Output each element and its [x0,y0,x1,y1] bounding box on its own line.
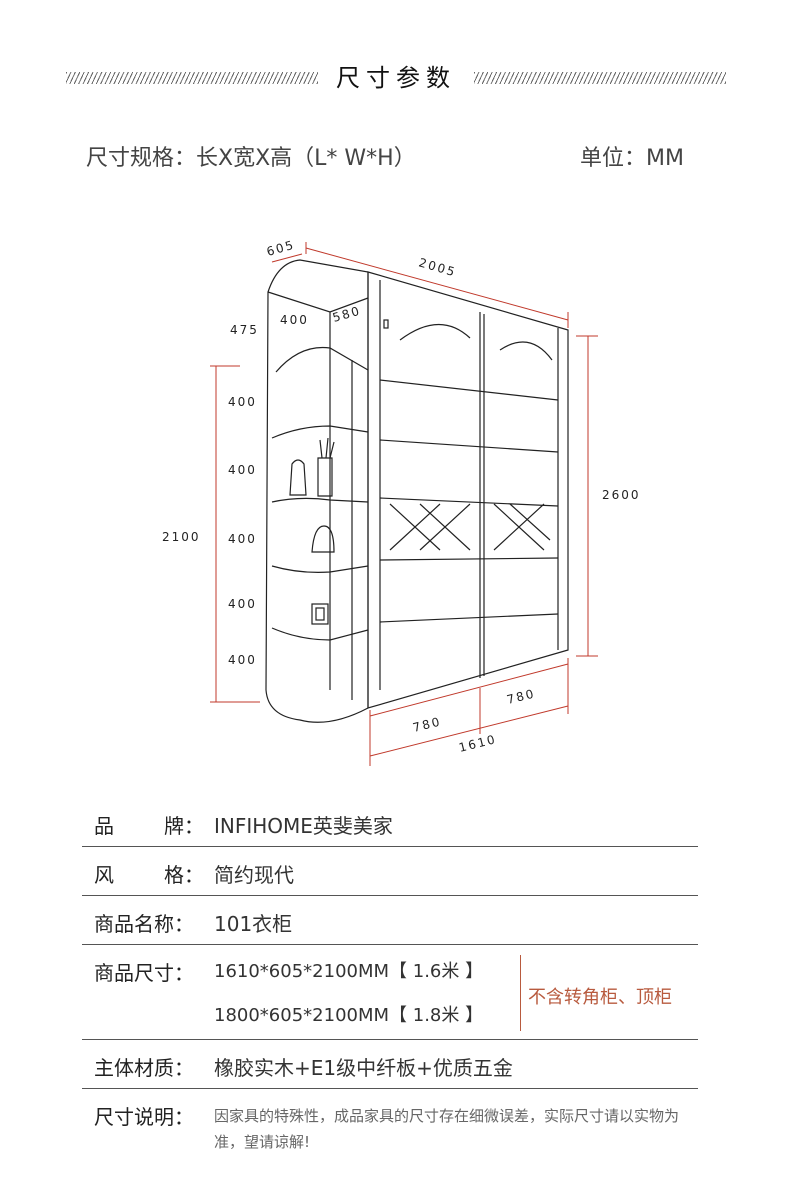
info-row-size: 商品尺寸： 1610*605*2100MM【 1.6米 】 1800*605*2… [82,945,698,1040]
dim-width: 2005 [417,255,458,279]
info-row-style: 风 格： 简约现代 [82,847,698,896]
dim-inner-depth: 400 [280,313,309,327]
brand-label: 品 牌： [94,814,204,838]
info-row-name: 商品名称： 101衣柜 [82,896,698,945]
dim-shelf-4: 400 [228,597,257,611]
title-decoration-left [66,72,318,84]
dim-door-left: 780 [411,714,442,735]
size-value-2: 1800*605*2100MM【 1.8米 】 [214,1005,484,1026]
name-label: 商品名称： [94,912,194,936]
note-value: 因家具的特殊性，成品家具的尺寸存在细微误差，实际尺寸请以实物为准，望请谅解! [214,1107,680,1151]
dim-depth: 605 [265,237,297,258]
dim-max-height: 2600 [602,488,641,502]
dim-shelf-2: 400 [228,463,257,477]
dim-corner: 580 [331,303,363,324]
title-decoration-right [474,72,726,84]
dim-total-height: 2100 [162,530,201,544]
product-info-table: 品 牌： INFIHOME英斐美家 风 格： 简约现代 商品名称： 101衣柜 … [82,798,698,1169]
size-label: 商品尺寸： [94,961,194,985]
page-title: 尺寸参数 [336,64,456,92]
corner-unit-outline [265,259,369,723]
note-label: 尺寸说明： [94,1105,194,1129]
info-row-brand: 品 牌： INFIHOME英斐美家 [82,798,698,847]
info-row-note: 尺寸说明： 因家具的特殊性，成品家具的尺寸存在细微误差，实际尺寸请以实物为准，望… [82,1089,698,1169]
dim-body-width: 1610 [457,732,498,755]
material-label: 主体材质： [94,1056,194,1080]
material-value: 橡胶实木+E1级中纤板+优质五金 [214,1056,513,1080]
spec-unit: 单位：MM [580,146,684,171]
dim-shelf-3: 400 [228,532,257,546]
info-row-material: 主体材质： 橡胶实木+E1级中纤板+优质五金 [82,1040,698,1089]
wardrobe-drawing: 605 2005 400 580 475 400 400 400 400 400… [162,237,641,766]
section-title: 尺寸参数 [0,58,790,98]
dim-top-height: 475 [230,323,259,337]
dim-door-right: 780 [505,686,536,707]
dim-shelf-1: 400 [228,395,257,409]
spec-format: 尺寸规格：长X宽X高（L* W*H） [86,146,416,171]
wardrobe-outline [367,271,569,709]
name-value: 101衣柜 [214,912,293,936]
style-value: 简约现代 [214,863,294,887]
dim-shelf-5: 400 [228,653,257,667]
size-divider [520,955,521,1031]
style-label: 风 格： [94,863,204,887]
brand-value: INFIHOME英斐美家 [214,814,393,838]
size-value-1: 1610*605*2100MM【 1.6米 】 [214,961,484,982]
size-note: 不含转角柜、顶柜 [528,987,672,1008]
